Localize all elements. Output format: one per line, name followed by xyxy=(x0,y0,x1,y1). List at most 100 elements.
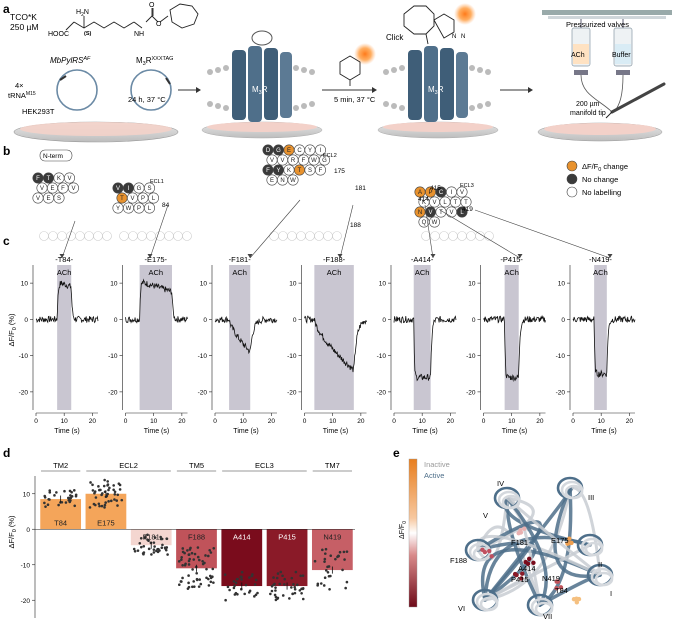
data-point xyxy=(288,597,291,600)
data-point xyxy=(345,580,349,584)
residue-stick xyxy=(519,576,524,581)
data-point xyxy=(150,553,153,556)
y-tick-label: -20 xyxy=(466,389,476,396)
region-label: ECL3 xyxy=(255,461,274,470)
category-label: P415 xyxy=(278,532,296,541)
data-point xyxy=(207,577,210,581)
data-point xyxy=(44,505,47,508)
residue-letter: L xyxy=(443,200,447,206)
y-tick-label: -20 xyxy=(108,389,118,396)
res-num-84: 84 xyxy=(162,202,170,209)
residue-letter: V xyxy=(449,210,453,216)
y-tick-label: -10 xyxy=(466,353,476,360)
residue-letter: E xyxy=(287,148,291,154)
data-point xyxy=(274,586,277,589)
membrane-ghost xyxy=(466,231,476,241)
x-tick-label: 10 xyxy=(240,418,248,425)
data-point xyxy=(343,558,346,561)
data-point xyxy=(294,570,298,574)
data-point xyxy=(187,581,190,585)
data-point xyxy=(117,482,121,485)
data-point xyxy=(192,580,195,583)
arrow-1-head xyxy=(196,87,201,93)
data-point xyxy=(69,499,72,502)
data-point xyxy=(253,595,256,598)
y-tick-label: 0 xyxy=(472,317,476,324)
data-point xyxy=(274,589,277,592)
data-point xyxy=(327,565,331,568)
membrane-ghost xyxy=(173,231,183,241)
stimulus-label: ACh xyxy=(232,268,247,277)
residue-letter: W xyxy=(311,158,317,164)
res-num-415: 415 xyxy=(430,185,441,192)
data-point xyxy=(204,554,207,557)
helix-coil xyxy=(584,541,604,557)
data-point xyxy=(160,546,164,549)
x-tick-label: 10 xyxy=(419,418,427,425)
panel-b-label: b xyxy=(3,144,10,158)
residue-circle xyxy=(68,182,80,194)
membrane-ghost xyxy=(146,231,156,241)
backbone-loop xyxy=(476,541,537,602)
backbone-loop xyxy=(568,486,602,577)
category-label: T84 xyxy=(54,518,67,527)
residue-letter: V xyxy=(280,158,284,164)
data-point xyxy=(337,554,340,558)
data-point xyxy=(43,494,47,498)
data-point xyxy=(116,504,119,507)
data-point xyxy=(301,587,305,591)
data-point xyxy=(327,574,331,578)
residue-circle xyxy=(148,192,160,204)
stimulus-band xyxy=(57,265,72,410)
x-tick-label: 0 xyxy=(482,418,486,425)
data-point xyxy=(324,547,328,551)
trna-label: tRNAM15 xyxy=(8,91,36,100)
stimulus-label: ACh xyxy=(57,268,72,277)
residue-letter: K xyxy=(422,200,426,206)
residue-letter: Y xyxy=(276,168,280,174)
data-point xyxy=(99,488,102,492)
plasmid1-label: MbPylRSAF xyxy=(50,56,91,65)
helix-coil xyxy=(479,596,499,612)
residue-letter: G xyxy=(322,158,327,164)
data-point xyxy=(269,592,272,596)
trace-line xyxy=(35,280,99,324)
residue-stick xyxy=(527,556,532,562)
data-point xyxy=(301,597,305,601)
data-point xyxy=(187,553,191,556)
x-tick-label: 0 xyxy=(213,418,217,425)
data-point xyxy=(55,491,58,494)
data-point xyxy=(256,591,259,595)
bar xyxy=(311,529,353,571)
data-point xyxy=(323,552,327,555)
residue-stick xyxy=(522,526,527,531)
data-point xyxy=(53,494,56,497)
data-point xyxy=(118,488,122,491)
data-point xyxy=(142,552,145,556)
residue-letter: V xyxy=(432,200,436,206)
data-point xyxy=(293,585,296,589)
residue-circle xyxy=(456,206,468,218)
residue-letter: T xyxy=(120,196,124,202)
res-num-419: 419 xyxy=(462,206,473,213)
y-tick-label: 0 xyxy=(24,317,28,324)
data-point xyxy=(228,588,231,592)
data-point xyxy=(244,583,248,587)
x-tick-label: 0 xyxy=(392,418,396,425)
amine-h: H2N xyxy=(76,9,89,18)
y-tick-label: -20 xyxy=(21,598,31,605)
residue-letter: P xyxy=(141,196,145,202)
region-label: ECL2 xyxy=(119,461,138,470)
connector-head xyxy=(59,254,65,258)
data-point xyxy=(248,576,251,579)
data-point xyxy=(94,503,97,507)
x-tick-label: 20 xyxy=(178,418,186,425)
stimulus-band xyxy=(504,265,519,410)
data-point xyxy=(89,481,92,484)
data-point xyxy=(120,498,124,502)
res-num-175: 175 xyxy=(334,168,345,175)
stimulus-band xyxy=(413,265,431,410)
x-tick-label: 10 xyxy=(150,418,158,425)
x-tick-label: 20 xyxy=(536,418,544,425)
